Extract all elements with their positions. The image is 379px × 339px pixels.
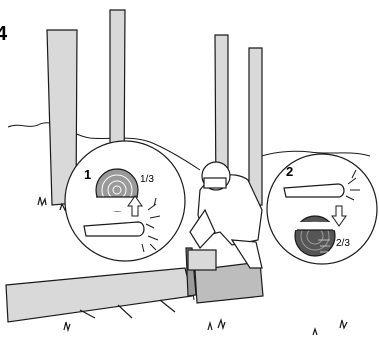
figure-number: 4 bbox=[0, 23, 8, 45]
operator-visor bbox=[204, 178, 226, 188]
inset-step-2: 2 2/3 bbox=[267, 154, 377, 264]
operator-leg bbox=[232, 240, 262, 268]
log bbox=[6, 262, 263, 322]
inset-step-1: 1 1/3 bbox=[65, 141, 185, 261]
inset-1-fraction: 1/3 bbox=[140, 174, 154, 185]
log-cross-section-bottom bbox=[295, 216, 335, 256]
tree-trunk bbox=[249, 48, 262, 205]
inset-1-step-number: 1 bbox=[84, 167, 91, 182]
inset-2-fraction: 2/3 bbox=[336, 238, 350, 249]
inset-2-step-number: 2 bbox=[286, 164, 293, 179]
